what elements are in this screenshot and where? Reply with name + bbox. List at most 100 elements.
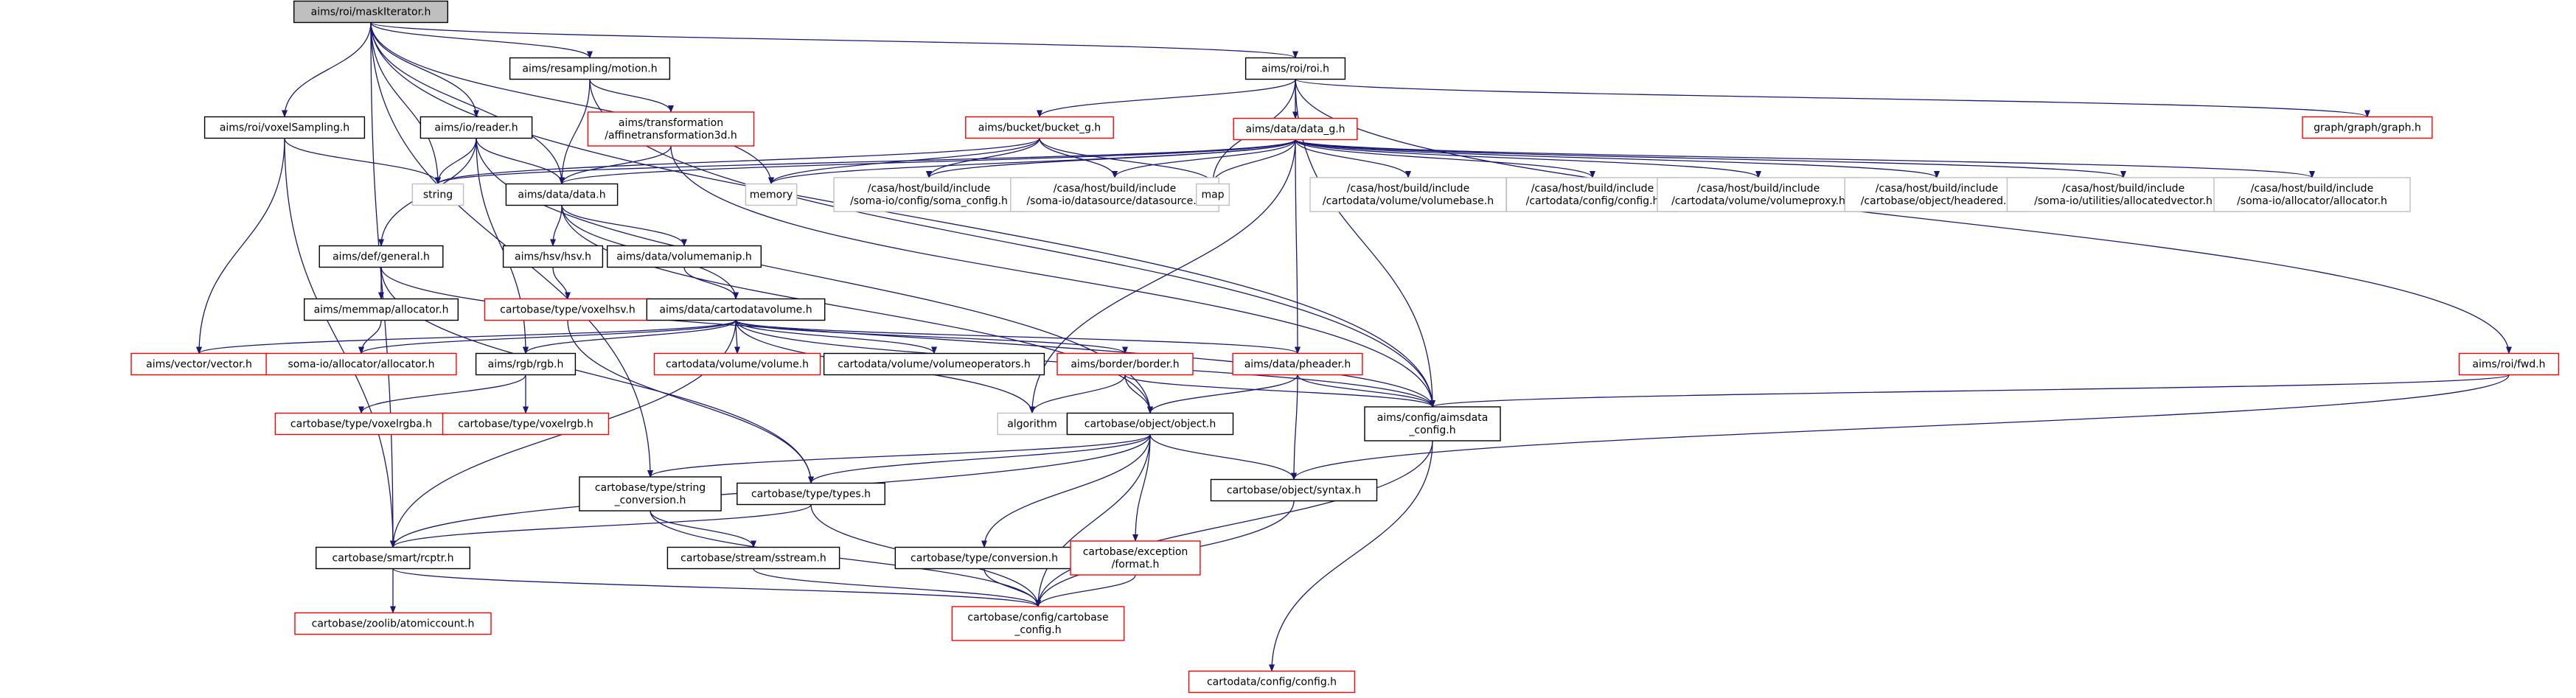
node-syntax[interactable]: cartobase/object/syntax.h [1210,478,1378,502]
edge-cartodatavolume-to-volumeoperators [735,320,937,355]
node-memmap_alloc[interactable]: aims/memmap/allocator.h [304,298,459,321]
edge-object-to-cartobase_config [1035,434,1151,607]
node-aimsdata_config-box [1364,406,1501,442]
node-data[interactable]: aims/data/data.h [505,183,619,206]
edge-exception_format-to-cartobase_config [1035,574,1136,607]
edge-cartodatavolume-to-pheader [735,319,1301,355]
node-voxelhsv[interactable]: cartobase/type/voxelhsv.h [484,298,652,321]
node-graph[interactable]: graph/graph/graph.h [2302,116,2433,139]
node-string-label: string [423,189,453,201]
node-rgb[interactable]: aims/rgb/rgb.h [475,352,577,376]
node-sstream[interactable]: cartobase/stream/sstream.h [666,546,840,570]
edge-string_conversion-to-cartobase_config [650,510,1041,607]
node-motion[interactable]: aims/resampling/motion.h [509,57,671,80]
node-graph-box [2302,116,2433,139]
node-string-box [411,183,464,206]
node-types[interactable]: cartobase/type/types.h [737,482,885,506]
node-bucket_g[interactable]: aims/bucket/bucket_g.h [965,116,1114,139]
node-voxelrgb[interactable]: cartobase/type/voxelrgb.h [442,412,610,436]
edge-border-to-algorithm [1029,374,1126,414]
node-allocator_inc: /casa/host/build/include/soma-io/allocat… [2213,177,2411,212]
node-cartobase_config[interactable]: cartobase/config/cartobase_config.h [951,606,1125,641]
node-object[interactable]: cartobase/object/object.h [1066,412,1234,436]
node-cartodatavolume[interactable]: aims/data/cartodatavolume.h [646,298,826,321]
node-conversion-box [894,546,1074,570]
node-aimsdata_config-label: _config.h [1408,425,1455,436]
edge-data_g-to-volumeproxy [1295,139,1761,178]
node-headered-label: /cartobase/object/headered.h [1861,195,2013,207]
edges-layer [196,21,2512,672]
node-cartodata_config[interactable]: cartodata/config/config.h [1188,670,1356,694]
edge-data_g-to-algorithm [1029,139,1296,414]
node-datasource-box [1010,177,1219,212]
node-affine3d[interactable]: aims/transformation/affinetransformation… [587,111,755,147]
node-fwd[interactable]: aims/roi/fwd.h [2458,352,2560,376]
edge-data_g-to-allocatedvector [1295,139,2126,178]
node-conversion-label: cartobase/type/conversion.h [911,553,1058,565]
node-reader[interactable]: aims/io/reader.h [420,116,533,139]
edge-fwd-to-aimsdata_config [1430,374,2510,408]
edge-object-to-syntax [1149,434,1297,481]
node-exception_format-label: cartobase/exception [1083,546,1188,558]
edge-object-to-string_conversion [647,433,1151,478]
node-roi-label: aims/roi/roi.h [1261,63,1329,75]
node-cartoconfig-label: /casa/host/build/include [1531,183,1654,195]
node-aimsdata_config-label: aims/config/aimsdata [1377,412,1489,424]
node-roi[interactable]: aims/roi/roi.h [1245,57,1346,80]
edge-data-to-hsv [550,205,563,247]
node-affine3d-box [587,111,755,147]
node-volumeoperators-box [823,352,1045,376]
node-allocatedvector-box [2006,177,2241,212]
node-exception_format[interactable]: cartobase/exception/format.h [1070,540,1201,576]
node-volume[interactable]: cartodata/volume/volume.h [653,352,821,376]
node-volumemanip-box [607,245,762,268]
node-atomiccount-box [294,612,492,635]
node-somaio_alloc[interactable]: soma-io/allocator/allocator.h [265,352,457,376]
node-border-box [1056,352,1194,376]
node-volumeproxy: /casa/host/build/include/cartodata/volum… [1657,177,1860,212]
edge-rgb-to-voxelrgba [358,374,526,414]
node-pheader[interactable]: aims/data/pheader.h [1232,352,1363,376]
node-border[interactable]: aims/border/border.h [1056,352,1194,376]
node-conversion[interactable]: cartobase/type/conversion.h [894,546,1074,570]
node-algorithm: algorithm [997,412,1068,436]
edge-voxelsampling-to-vector [196,138,285,355]
node-affine3d-label: aims/transformation [619,117,723,129]
node-rgb-box [475,352,577,376]
node-motion-box [509,57,671,80]
node-hsv[interactable]: aims/hsv/hsv.h [502,245,604,268]
edge-object-to-conversion [981,434,1151,548]
node-soma_config: /casa/host/build/include/soma-io/config/… [833,177,1025,212]
node-string_conversion-label: cartobase/type/string [595,482,706,494]
node-volumeoperators[interactable]: cartodata/volume/volumeoperators.h [823,352,1045,376]
node-general[interactable]: aims/def/general.h [318,245,444,268]
node-data_g[interactable]: aims/data/data_g.h [1233,117,1358,141]
node-somaio_alloc-box [265,352,457,376]
node-cartodatavolume-box [646,298,826,321]
node-volumeproxy-label: /casa/host/build/include [1697,183,1820,195]
node-allocator_inc-label: /soma-io/allocator/allocator.h [2237,195,2387,207]
node-voxelsampling[interactable]: aims/roi/voxelSampling.h [203,116,366,139]
node-datasource-label: /soma-io/datasource/datasource.h [1026,195,1202,207]
edge-data_g-to-map [1210,139,1296,185]
node-rcptr[interactable]: cartobase/smart/rcptr.h [316,546,471,570]
node-string_conversion-box [579,476,722,512]
node-pheader-box [1232,352,1363,376]
node-motion-label: aims/resampling/motion.h [522,63,657,75]
edge-data_g-to-headered [1295,139,1940,178]
edge-object-to-exception_format [1132,434,1151,542]
edge-sstream-to-cartobase_config [753,568,1041,607]
node-aimsdata_config[interactable]: aims/config/aimsdata_config.h [1364,406,1501,442]
node-maskiterator-label: aims/roi/maskIterator.h [311,7,431,18]
node-rgb-label: aims/rgb/rgb.h [488,359,564,371]
node-voxelrgba[interactable]: cartobase/type/voxelrgba.h [274,412,448,436]
node-volumemanip[interactable]: aims/data/volumemanip.h [607,245,762,268]
node-atomiccount[interactable]: cartobase/zoolib/atomiccount.h [294,612,492,635]
node-maskiterator[interactable]: aims/roi/maskIterator.h [293,0,449,24]
node-vector[interactable]: aims/vector/vector.h [130,352,268,376]
node-string_conversion[interactable]: cartobase/type/string_conversion.h [579,476,722,512]
node-memory-label: memory [750,189,793,201]
node-data-box [505,183,619,206]
node-cartodata_config-label: cartodata/config/config.h [1207,677,1337,688]
node-datasource: /casa/host/build/include/soma-io/datasou… [1010,177,1219,212]
